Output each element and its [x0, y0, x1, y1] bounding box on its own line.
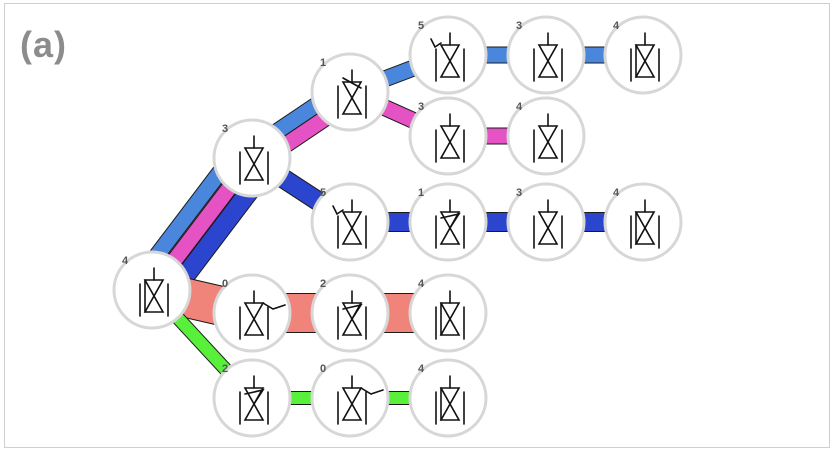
node-root: 4	[112, 250, 192, 330]
node-label: 0	[222, 278, 228, 290]
node-label: 3	[222, 123, 228, 135]
node-label: 1	[320, 57, 326, 69]
pose-figure-icon	[430, 32, 465, 82]
node-label: 4	[122, 255, 129, 267]
pose-figure-icon	[337, 290, 367, 340]
pose-figure-icon	[239, 135, 269, 185]
node-circle	[408, 358, 488, 438]
node-circle	[112, 250, 192, 330]
node-b1a2: 3	[506, 15, 586, 95]
node-label: 5	[320, 187, 326, 199]
pose-figure-icon	[337, 69, 367, 119]
node-b1a1: 5	[408, 15, 488, 95]
node-circle	[603, 182, 683, 262]
panel-label: (a)	[20, 24, 67, 65]
pose-figure-icon	[435, 199, 465, 249]
pose-figure-icon	[239, 290, 286, 340]
node-circle	[310, 358, 390, 438]
node-b3a: 2	[212, 358, 292, 438]
node-circle	[408, 96, 488, 176]
node-label: 4	[418, 363, 425, 375]
node-label: 3	[516, 20, 522, 32]
node-b1b1: 3	[408, 96, 488, 176]
node-circle	[212, 273, 292, 353]
pose-figure-icon	[533, 199, 563, 249]
pose-figure-icon	[435, 290, 465, 340]
node-b1a3: 4	[603, 15, 683, 95]
pose-figure-icon	[139, 267, 169, 317]
pose-figure-icon	[332, 199, 367, 249]
node-circle	[408, 182, 488, 262]
pose-figure-icon	[435, 375, 465, 425]
node-b1: 3	[212, 118, 292, 198]
node-label: 3	[418, 101, 424, 113]
node-circle	[310, 273, 390, 353]
node-label: 2	[222, 363, 228, 375]
node-b1c2: 1	[408, 182, 488, 262]
node-circle	[506, 96, 586, 176]
node-b3c: 4	[408, 358, 488, 438]
node-circle	[310, 52, 390, 132]
node-circle	[212, 118, 292, 198]
node-label: 4	[418, 278, 425, 290]
node-circle	[408, 273, 488, 353]
node-label: 4	[613, 187, 620, 199]
node-circle	[408, 15, 488, 95]
node-label: 2	[320, 278, 326, 290]
node-b1c4: 4	[603, 182, 683, 262]
pose-figure-icon	[630, 32, 660, 82]
node-label: 5	[418, 20, 424, 32]
pose-figure-icon	[435, 113, 465, 163]
node-circle	[506, 182, 586, 262]
node-b2b: 2	[310, 273, 390, 353]
node-label: 0	[320, 363, 326, 375]
pose-figure-icon	[630, 199, 660, 249]
node-b1b2: 4	[506, 96, 586, 176]
node-circle	[212, 358, 292, 438]
node-b1c1: 5	[310, 182, 390, 262]
pose-figure-icon	[337, 375, 384, 425]
node-circle	[603, 15, 683, 95]
node-b1a: 1	[310, 52, 390, 132]
node-b3b: 0	[310, 358, 390, 438]
node-circle	[310, 182, 390, 262]
node-b2a: 0	[212, 273, 292, 353]
node-label: 1	[418, 187, 424, 199]
node-label: 4	[613, 20, 620, 32]
pose-figure-icon	[533, 32, 563, 82]
node-b1c3: 3	[506, 182, 586, 262]
node-circle	[506, 15, 586, 95]
node-label: 4	[516, 101, 523, 113]
node-label: 3	[516, 187, 522, 199]
pose-figure-icon	[239, 375, 269, 425]
pose-figure-icon	[533, 113, 563, 163]
node-b2c: 4	[408, 273, 488, 353]
